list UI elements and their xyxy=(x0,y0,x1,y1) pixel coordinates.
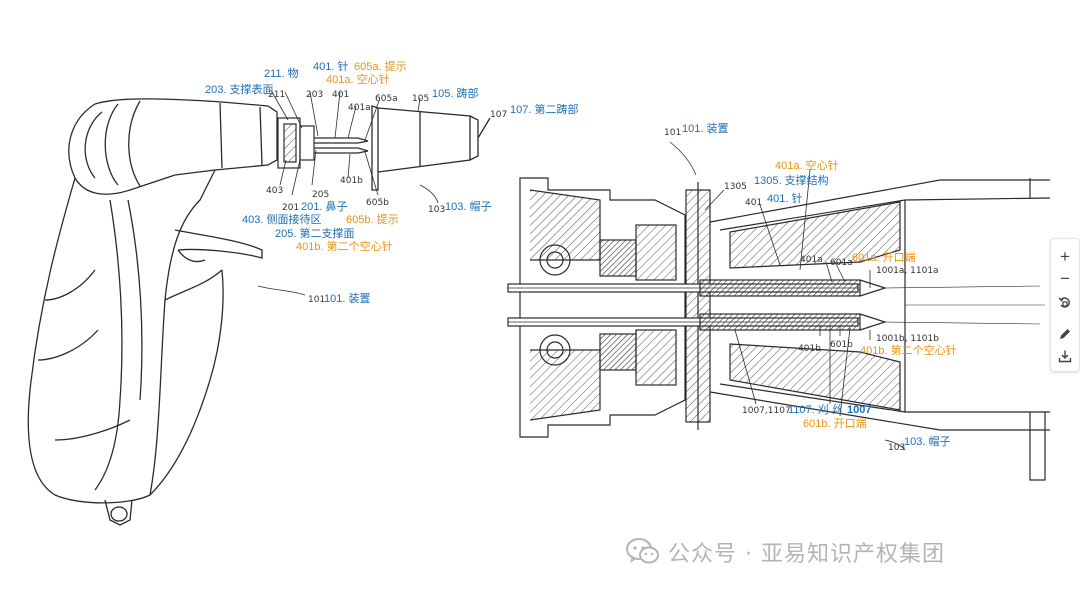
ref-r-601a: 601a xyxy=(830,258,853,268)
label-r-1107-wire: 1107. 刈 丝 xyxy=(788,404,843,416)
watermark-text: 公众号 · 亚易知识产权集团 xyxy=(668,542,945,567)
label-211-object: 211. 物 xyxy=(264,68,299,80)
ref-101: 101 xyxy=(308,295,326,305)
zoom-in-button[interactable]: + xyxy=(1051,245,1079,267)
ref-401: 401 xyxy=(332,90,350,100)
zoom-in-icon: + xyxy=(1060,246,1070,266)
edit-icon xyxy=(1060,329,1070,339)
ref-401a: 401a xyxy=(348,103,371,113)
ref-r-1007: 1007,1107 xyxy=(742,406,791,416)
leader-lines-left xyxy=(257,91,439,296)
ref-205: 205 xyxy=(312,190,330,200)
wechat-icon xyxy=(626,538,659,564)
ref-605a: 605a xyxy=(375,94,398,104)
label-r-103-cap: 103. 帽子 xyxy=(904,436,951,448)
leader-lines-right xyxy=(669,141,906,451)
label-107-second-hub: 107. 第二踌部 xyxy=(510,104,579,116)
label-r-401a-hollow-needle: 401a. 空心针 xyxy=(775,160,839,172)
ref-r-401b: 401b xyxy=(798,344,821,354)
label-r-1007: 1007 xyxy=(847,404,872,416)
nose-assembly-left xyxy=(277,117,369,169)
rotate-icon xyxy=(1058,297,1070,308)
ref-103: 103 xyxy=(428,205,446,215)
zoom-out-icon: − xyxy=(1060,268,1070,288)
edit-button[interactable] xyxy=(1051,323,1079,345)
ref-211: 211 xyxy=(268,90,286,100)
ref-105: 105 xyxy=(412,94,430,104)
label-401a-hollow-needle: 401a. 空心针 xyxy=(326,74,390,86)
ref-r-101: 101 xyxy=(664,128,682,138)
ref-107: 107 xyxy=(490,110,508,120)
label-r-601a-open-end: 601a. 开口端 xyxy=(852,252,916,264)
ref-r-1001b: 1001b, 1101b xyxy=(876,334,939,344)
rotate-button[interactable] xyxy=(1051,291,1079,313)
label-401b-second-hollow-needle: 401b. 第二个空心针 xyxy=(296,241,393,253)
label-605b-tip: 605b. 提示 xyxy=(346,214,399,226)
zoom-out-button[interactable]: − xyxy=(1051,267,1079,289)
device-body-left xyxy=(27,98,278,526)
ref-r-401: 401 xyxy=(745,198,763,208)
download-icon xyxy=(1058,350,1072,363)
label-205-second-support-surface: 205. 第二支撑面 xyxy=(275,228,355,240)
ref-r-1305: 1305 xyxy=(724,182,747,192)
cross-section-right xyxy=(507,177,1051,481)
label-605a-tip: 605a. 提示 xyxy=(354,61,407,73)
ref-605b: 605b xyxy=(366,198,389,208)
label-201-nose: 201. 鼻子 xyxy=(301,201,348,213)
ref-r-401a: 401a xyxy=(800,255,823,265)
label-r-401-needle: 401. 针 xyxy=(767,193,803,205)
cap-left xyxy=(371,105,491,191)
label-103-cap: 103. 帽子 xyxy=(445,201,492,213)
ref-403: 403 xyxy=(266,186,284,196)
label-401-needle: 401. 针 xyxy=(313,61,349,73)
label-r-101-device: 101. 装置 xyxy=(682,123,729,135)
ref-r-103: 103 xyxy=(888,443,906,453)
label-r-401b-second-hollow-needle: 401b. 第二个空心针 xyxy=(860,345,957,357)
ref-201: 201 xyxy=(282,203,300,213)
label-203-support-surface: 203. 支撑表面 xyxy=(205,84,274,96)
ref-401b: 401b xyxy=(340,176,363,186)
ref-r-601b: 601b xyxy=(830,340,853,350)
ref-r-1001a: 1001a, 1101a xyxy=(876,266,939,276)
label-r-1305-support-structure: 1305. 支撑结构 xyxy=(754,175,829,187)
label-r-601b-open-end: 601b. 开口端 xyxy=(803,418,867,430)
label-101-device: 101. 装置 xyxy=(324,293,371,305)
label-105-hub: 105. 踌部 xyxy=(432,88,479,100)
download-button[interactable] xyxy=(1051,345,1079,367)
watermark: 公众号 · 亚易知识产权集团 xyxy=(626,535,945,569)
label-403-side-receiving-area: 403. 侧面接待区 xyxy=(242,214,322,226)
ref-203: 203 xyxy=(306,90,324,100)
image-viewer-toolbar: + − xyxy=(1050,238,1080,372)
